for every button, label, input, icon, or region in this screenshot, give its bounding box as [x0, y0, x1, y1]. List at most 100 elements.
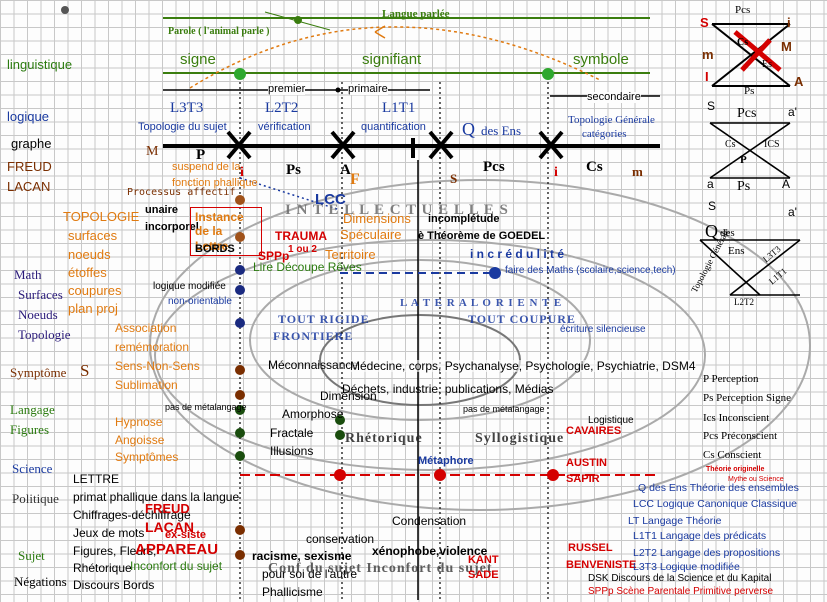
- condensation-label: Condensation: [392, 514, 467, 528]
- lire-label: Lire Découpe Rêves: [253, 260, 362, 274]
- rd2-ps: Ps: [737, 179, 751, 194]
- categories-label: catégories: [582, 128, 627, 140]
- topologie-label: TOPOLOGIE: [63, 209, 140, 224]
- axis-ps: Ps: [286, 162, 301, 178]
- etoffes-label: étoffes: [68, 265, 107, 280]
- rd3-l2t2: L2T2: [734, 297, 754, 307]
- l3t3-label: L3T3: [170, 100, 204, 116]
- ecriture-label: écriture silencieuse: [560, 324, 646, 335]
- austin-label: AUSTIN: [566, 457, 607, 469]
- trauma-label: TRAUMA: [275, 229, 327, 243]
- rd2-ics: ICS: [764, 139, 780, 150]
- l2t2-label: L2T2: [265, 100, 299, 116]
- legend-mythe: Mythe ou Science: [728, 476, 784, 483]
- logique-label: logique: [7, 109, 49, 124]
- conservation-label: conservation: [306, 532, 375, 546]
- rd-s: S: [700, 15, 709, 30]
- racisme-label: racisme, sexisme: [252, 549, 352, 563]
- topologie2-label: Topologie: [18, 327, 71, 342]
- territoire-label: Territoire: [325, 247, 376, 262]
- kant-label: KANT: [468, 554, 499, 566]
- fractale-label: Fractale: [270, 426, 314, 440]
- figures-fleurs-label: Figures, Fleurs,: [73, 544, 157, 558]
- speculaire-label: Spéculaire: [340, 227, 402, 242]
- metaphore-label: Métaphore: [418, 455, 474, 467]
- tout-coupure-label: TOUT COUPURE: [468, 312, 576, 326]
- topo-gen-label: Topologie Générale: [568, 114, 655, 126]
- rd2-a: a: [707, 177, 714, 191]
- rd-m: m: [702, 47, 714, 62]
- association-label: Association: [115, 321, 177, 335]
- axis-a-red: F: [350, 171, 360, 188]
- chiffrages-label: Chiffrages-déchiffrage: [73, 508, 191, 522]
- incorpore-label: incorporel: [145, 221, 199, 233]
- legend-cs: Cs Conscient: [703, 449, 762, 461]
- rd2-cs: Cs: [725, 139, 736, 150]
- rememoration-label: remémoration: [115, 340, 190, 354]
- axis-pcs: Pcs: [483, 159, 505, 175]
- axis-s: S: [450, 171, 458, 186]
- axis-m2: m: [632, 164, 643, 179]
- russel-label: RUSSEL: [568, 542, 613, 554]
- logique-modifiee-label: logique modifiée: [153, 281, 226, 292]
- coupures-label: coupures: [68, 283, 122, 298]
- rd2-pcs: Pcs: [737, 106, 757, 121]
- axis-p: P: [196, 147, 206, 163]
- rd3-a-prime: a': [788, 205, 797, 219]
- langage-label: Langage: [10, 402, 55, 417]
- phallicisme-label: Phallicisme: [262, 585, 323, 599]
- appareau-label: APPAREAU: [135, 541, 219, 558]
- logistique-label: Logistique: [588, 415, 634, 426]
- secondaire-label: secondaire: [587, 91, 641, 103]
- legend-pcs: Pcs Préconscient: [703, 430, 778, 442]
- politique-label: Politique: [12, 491, 59, 506]
- rd2-s: S: [707, 99, 716, 113]
- l2t2-sub: vérification: [258, 121, 311, 133]
- suspend-label: suspend de la: [172, 161, 241, 173]
- plan-proj-label: plan proj: [68, 301, 118, 316]
- freud-red-label: FREUD: [145, 501, 190, 516]
- syllogistique-label: Syllogistique: [475, 431, 565, 446]
- noeuds2-label: Noeuds: [18, 307, 58, 322]
- symbole-label: symbole: [573, 51, 629, 68]
- sens-non-sens-label: Sens-Non-Sens: [115, 359, 200, 373]
- sujet-label: Sujet: [18, 548, 45, 563]
- pas-metalangage-right: pas de métalangage: [463, 404, 545, 414]
- discours-bords-label: Discours Bords: [73, 578, 155, 592]
- mid-ellipse: [154, 239, 706, 471]
- tout-rigide-label: TOUT RIGIDE: [278, 312, 370, 326]
- science-label: Science: [12, 461, 53, 476]
- rd-pcs: Pcs: [735, 4, 751, 16]
- q-sub: des Ens: [481, 123, 522, 138]
- legend-lt: LT Langage Théorie: [628, 515, 722, 527]
- symptomes-label: Symptômes: [115, 450, 179, 464]
- inconfort-label: Inconfort du sujet: [130, 559, 223, 573]
- meconnaissance-label: Méconnaissance: [268, 358, 359, 372]
- figures-label: Figures: [10, 422, 49, 437]
- sade-label: SADE: [468, 569, 499, 581]
- cavaries-label: CAVAIRES: [566, 425, 622, 437]
- q-label: Q: [462, 119, 475, 139]
- axis-m: M: [146, 144, 159, 159]
- rd-ps: Ps: [744, 85, 755, 97]
- parole-label: Parole ( l'animal parle ): [168, 26, 270, 37]
- fonction-label: fonction phallique: [172, 177, 258, 189]
- amorphose-label: Amorphose: [282, 407, 344, 421]
- rd2-a-prime: a': [788, 105, 797, 119]
- dimensions-label: Dimensions: [343, 211, 411, 226]
- l3t3-sub: Topologie du sujet: [138, 121, 227, 133]
- legend-sppp: SPPp Scène Parentale Primitive perverse: [588, 586, 774, 597]
- symptome-s-label: S: [80, 361, 90, 380]
- surfaces-label: surfaces: [68, 228, 118, 243]
- rd-es: Es: [762, 59, 772, 70]
- linguistique-label: linguistique: [7, 57, 73, 72]
- axis-i1: i: [240, 165, 244, 180]
- lateral-label: L A T E R A L O R I E N T E: [400, 297, 563, 309]
- outer-ellipse: [149, 179, 811, 511]
- legend-p: P Perception: [703, 373, 759, 385]
- lcc-label: LCC: [315, 191, 346, 208]
- frontiere-label: FRONTIERE: [273, 329, 354, 343]
- xenophobe-label: xénophobe,violence: [372, 544, 488, 558]
- incompletude-label: incomplétude: [428, 213, 500, 225]
